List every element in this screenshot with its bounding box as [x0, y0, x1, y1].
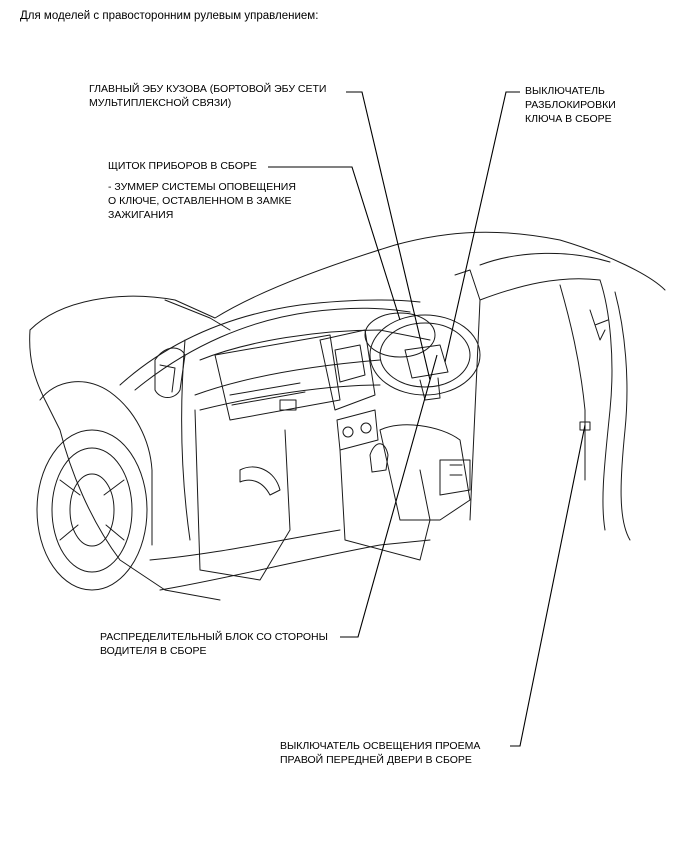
leader-unlock-switch: [444, 91, 520, 363]
label-driver-side-junction-block: РАСПРЕДЕЛИТЕЛЬНЫЙ БЛОК СО СТОРОНЫ ВОДИТЕ…: [100, 631, 328, 657]
leader-lines: [268, 91, 586, 747]
label-combination-meter: ЩИТОК ПРИБОРОВ В СБОРЕ: [108, 160, 257, 172]
leader-junction-block: [340, 354, 438, 638]
leader-main-ecu: [346, 91, 431, 381]
label-key-reminder-buzzer: - ЗУММЕР СИСТЕМЫ ОПОВЕЩЕНИЯ О КЛЮЧЕ, ОСТ…: [108, 181, 296, 221]
leader-meter: [268, 166, 401, 321]
label-unlock-warning-switch: ВЫКЛЮЧАТЕЛЬ РАЗБЛОКИРОВКИ КЛЮЧА В СБОРЕ: [525, 85, 616, 125]
leader-door-light-switch: [510, 424, 586, 747]
label-main-body-ecu: ГЛАВНЫЙ ЭБУ КУЗОВА (БОРТОВОЙ ЭБУ СЕТИ МУ…: [89, 83, 327, 109]
car-body-outline: [29, 231, 666, 601]
label-front-door-courtesy-switch: ВЫКЛЮЧАТЕЛЬ ОСВЕЩЕНИЯ ПРОЕМА ПРАВОЙ ПЕРЕ…: [280, 740, 481, 766]
diagram-heading: Для моделей с правосторонним рулевым упр…: [20, 10, 319, 22]
